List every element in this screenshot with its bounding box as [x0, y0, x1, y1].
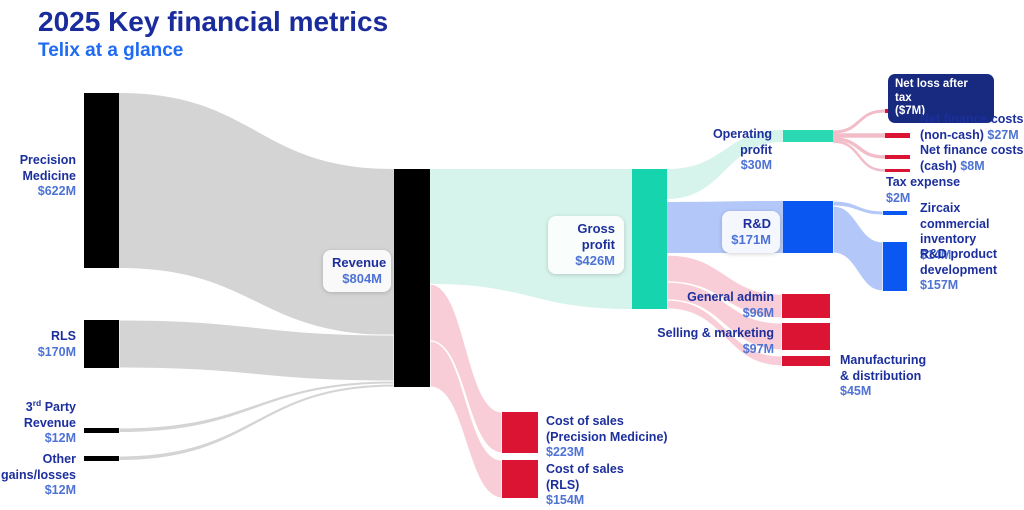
label-third-party: 3rd Party Revenue $12M: [23, 398, 76, 446]
flow-gross-profit-to-selling-marketing: [666, 281, 783, 351]
flow-operating-profit-to-nf-cash: [832, 137, 886, 159]
node-operating-profit: [783, 130, 833, 142]
gross-profit-label-box: Gross profit $426M: [548, 216, 624, 274]
node-revenue: [394, 169, 430, 387]
node-cogs-pm: [502, 412, 538, 453]
label-net-finance-noncash: Net finance costs (non-cash) $27M: [920, 112, 1024, 142]
label-general-admin: General admin $96M: [687, 290, 774, 320]
node-other-gains: [84, 456, 119, 461]
label-precision-medicine: Precision Medicine $622M: [19, 153, 76, 198]
flow-revenue-to-gross-profit: [430, 169, 632, 309]
label-cogs-pm: Cost of sales (Precision Medicine) $223M: [546, 414, 668, 459]
label-net-finance-cash: Net finance costs (cash) $8M: [920, 143, 1024, 173]
flow-rnd-to-zircaix: [832, 200, 884, 216]
node-nf-cash: [885, 155, 910, 159]
node-rls: [84, 320, 119, 368]
label-rls: RLS $170M: [37, 329, 76, 359]
rnd-label-box: R&D $171M: [722, 211, 780, 253]
flow-operating-profit-to-tax: [832, 140, 886, 172]
revenue-label-box: Revenue $804M: [323, 250, 391, 292]
node-manufacturing: [782, 356, 830, 366]
flow-gross-profit-to-manufacturing: [666, 299, 783, 367]
node-gross-profit: [632, 169, 667, 309]
page-subtitle: Telix at a glance: [38, 40, 184, 61]
node-general-admin: [782, 294, 830, 318]
node-rnd-product: [883, 242, 907, 291]
flow-rnd-to-rnd-product: [832, 205, 884, 292]
node-tax-expense: [885, 169, 910, 172]
node-precision-medicine: [84, 93, 119, 268]
flow-other-gains-to-revenue: [118, 383, 395, 462]
label-zircaix: Zircaix commercial inventory $14M: [920, 201, 990, 262]
label-cogs-rls: Cost of sales (RLS) $154M: [546, 462, 624, 507]
page-title: 2025 Key financial metrics: [38, 6, 389, 37]
node-cogs-rls: [502, 460, 538, 498]
label-rnd-product: R&D product development $157M: [920, 247, 998, 292]
label-operating-profit: Operating profit $30M: [712, 127, 772, 172]
node-selling-marketing: [782, 323, 830, 350]
node-rnd: [783, 201, 833, 253]
flow-precision-medicine-to-revenue: [119, 93, 394, 335]
net-loss-callout: Net loss after tax ($7M): [888, 74, 994, 123]
node-nf-noncash: [885, 133, 910, 138]
node-zircaix: [883, 211, 907, 215]
flow-revenue-to-cogs-rls: [429, 340, 503, 499]
flow-gross-profit-to-operating-profit: [667, 130, 783, 199]
node-third-party: [84, 428, 119, 433]
label-tax-expense: Tax expense $2M: [886, 175, 961, 205]
flow-operating-profit-to-net-loss: [832, 109, 886, 134]
label-selling-marketing: Selling & marketing $97M: [657, 326, 774, 356]
label-other-gains: Other gains/losses $12M: [0, 452, 76, 497]
label-manufacturing: Manufacturing & distribution $45M: [840, 353, 927, 398]
